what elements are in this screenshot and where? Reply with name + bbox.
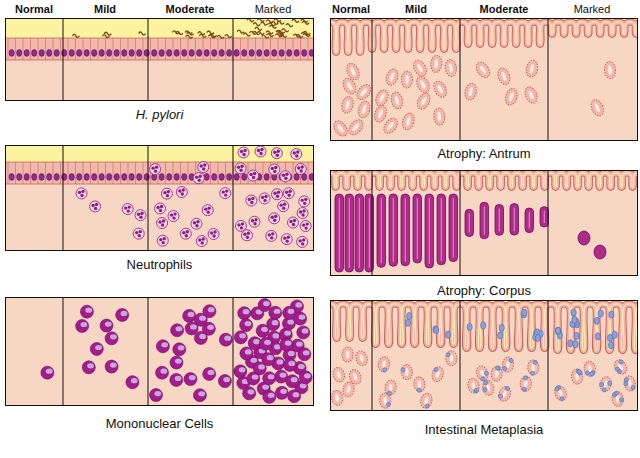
- grade-divider: [460, 18, 461, 140]
- grade-divider: [548, 170, 549, 275]
- grade-label: Normal: [15, 3, 53, 16]
- grade-divider: [548, 18, 549, 140]
- grading-panel: H. pylori: [5, 18, 314, 101]
- grade-label: Marked: [255, 3, 292, 16]
- panel-caption: H. pylori: [0, 107, 333, 122]
- grade-divider: [148, 145, 149, 250]
- grade-label: Mild: [405, 3, 427, 16]
- grade-divider: [148, 18, 149, 100]
- grade-label: Moderate: [480, 3, 529, 16]
- grade-divider: [63, 297, 64, 405]
- panel-caption: Atrophy: Corpus: [311, 283, 640, 298]
- grade-divider: [233, 18, 234, 100]
- grade-label: Marked: [574, 3, 611, 16]
- grade-divider: [63, 18, 64, 100]
- panel-caption: Neutrophils: [0, 257, 333, 272]
- grade-divider: [460, 300, 461, 410]
- panel-illustration: [330, 300, 637, 410]
- panel-caption: Intestinal Metaplasia: [311, 422, 640, 437]
- panel-caption: Atrophy: Antrum: [311, 146, 640, 161]
- grade-divider: [233, 297, 234, 405]
- grading-panel: Neutrophils: [5, 145, 314, 251]
- grade-divider: [372, 170, 373, 275]
- panel-illustration: [330, 170, 637, 275]
- grading-panel: Atrophy: Antrum: [330, 18, 638, 141]
- grade-divider: [233, 145, 234, 250]
- grade-label: Moderate: [166, 3, 215, 16]
- grade-divider: [548, 300, 549, 410]
- grade-divider: [372, 18, 373, 140]
- grade-divider: [63, 145, 64, 250]
- grading-panel: Atrophy: Corpus: [330, 170, 638, 276]
- panel-illustration: [5, 18, 313, 100]
- grade-label: Normal: [332, 3, 370, 16]
- grading-panel: Intestinal Metaplasia: [330, 300, 638, 411]
- grade-divider: [460, 170, 461, 275]
- grading-panel: Mononuclear Cells: [5, 297, 314, 406]
- panel-illustration: [5, 297, 313, 405]
- grade-divider: [372, 300, 373, 410]
- grade-divider: [148, 297, 149, 405]
- panel-caption: Mononuclear Cells: [0, 416, 333, 431]
- panel-illustration: [5, 145, 313, 250]
- panel-illustration: [330, 18, 637, 140]
- grade-label: Mild: [94, 3, 116, 16]
